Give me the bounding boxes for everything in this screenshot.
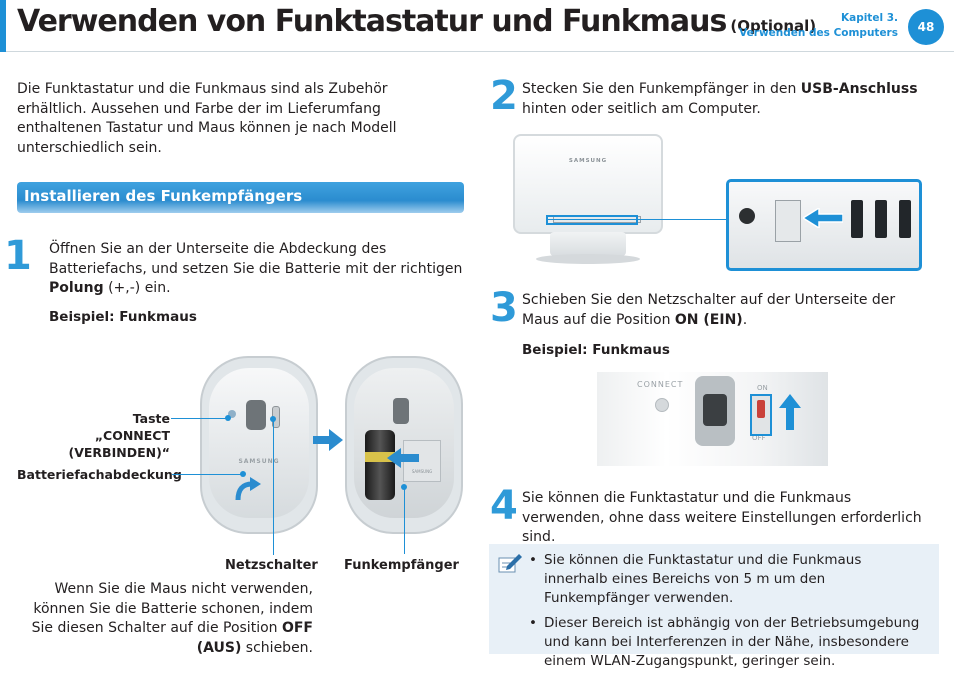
step-number-1: 1 xyxy=(4,233,32,279)
insert-arrow-icon xyxy=(387,448,419,468)
switch-off-text: OFF xyxy=(752,434,766,442)
insert-arrow-icon-2 xyxy=(803,208,843,228)
battery-cover-label: Batteriefachabdeckung xyxy=(17,467,182,482)
computer-stand xyxy=(550,232,626,256)
audio-port xyxy=(739,208,755,224)
sensor-closeup xyxy=(695,376,735,446)
connect-label: Taste „CONNECT (VERBINDEN)“ xyxy=(68,411,171,460)
step-text-1: Öffnen Sie an der Unterseite die Abdecku… xyxy=(49,241,463,296)
mouse-brand: SAMSUNG xyxy=(238,458,280,465)
connect-pointer xyxy=(171,418,227,419)
arrow-up-icon xyxy=(779,394,801,430)
battery-graphic xyxy=(365,430,395,500)
memo-pencil-icon xyxy=(498,554,522,573)
title-suffix: (Optional) xyxy=(730,17,817,35)
switch-closeup-image: CONNECT ON OFF xyxy=(597,372,828,466)
example-label-1: Beispiel: Funkmaus xyxy=(49,309,197,325)
switch-on-text: ON xyxy=(757,384,768,392)
connect-pointer-dot xyxy=(225,415,231,421)
chapter-info: Kapitel 3. Verwenden des Computers xyxy=(739,11,898,41)
usb-receiver-graphic xyxy=(775,200,801,242)
switch-pointer-dot xyxy=(270,416,276,422)
arrow-right-icon xyxy=(313,429,343,451)
header-divider xyxy=(6,51,954,52)
off-note-text: Wenn Sie die Maus nicht verwenden, könne… xyxy=(31,581,313,656)
step-number-3: 3 xyxy=(490,285,518,331)
receiver-pointer xyxy=(404,488,405,554)
step-number-2: 2 xyxy=(490,73,518,119)
port-zoom-image xyxy=(726,179,922,271)
section-heading: Installieren des Funkempfängers xyxy=(17,182,464,213)
usb-port-1 xyxy=(851,200,863,238)
connect-button-graphic xyxy=(228,410,236,418)
page-title: Verwenden von Funktastatur und Funkmaus(… xyxy=(17,4,817,39)
example-label-2: Beispiel: Funkmaus xyxy=(522,342,670,358)
power-switch-label: Netzschalter xyxy=(225,558,318,573)
receiver-label: Funkempfänger xyxy=(344,558,459,573)
note-box: Sie können die Funktastatur und die Funk… xyxy=(489,544,939,669)
computer-brand: SAMSUNG xyxy=(568,158,608,164)
step-text-4: Sie können die Funktastatur und die Funk… xyxy=(522,490,922,545)
header-accent-bar xyxy=(0,0,6,52)
mouse-top-image: SAMSUNG xyxy=(200,356,318,534)
chapter-label: Kapitel 3. xyxy=(840,12,898,24)
page-number: 48 xyxy=(908,9,944,45)
battery-cover-pointer xyxy=(172,474,242,475)
note-item: Sie können die Funktastatur und die Funk… xyxy=(529,551,929,608)
switch-pointer xyxy=(273,420,274,555)
connect-text: CONNECT xyxy=(637,380,684,389)
step-number-4: 4 xyxy=(490,483,518,529)
step-text-2: Stecken Sie den Funkempfänger in den USB… xyxy=(522,81,918,117)
switch-highlight xyxy=(750,394,772,436)
intro-text: Die Funktastatur und die Funkmaus sind a… xyxy=(17,81,397,156)
usb-port-2 xyxy=(875,200,887,238)
note-list: Sie können die Funktastatur und die Funk… xyxy=(529,551,929,677)
step-text-3: Schieben Sie den Netzschalter auf der Un… xyxy=(522,292,896,328)
computer-base xyxy=(536,254,640,264)
connect-button-closeup xyxy=(655,398,669,412)
port-highlight xyxy=(546,215,638,225)
usb-port-3 xyxy=(899,200,911,238)
receiver-pointer-dot xyxy=(401,484,407,490)
mouse-sensor xyxy=(246,400,266,430)
battery-cover-dot xyxy=(240,471,246,477)
curved-arrow-icon xyxy=(235,477,261,501)
chapter-title: Verwenden des Computers xyxy=(739,27,898,39)
note-item: Dieser Bereich ist abhängig von der Betr… xyxy=(529,614,929,671)
